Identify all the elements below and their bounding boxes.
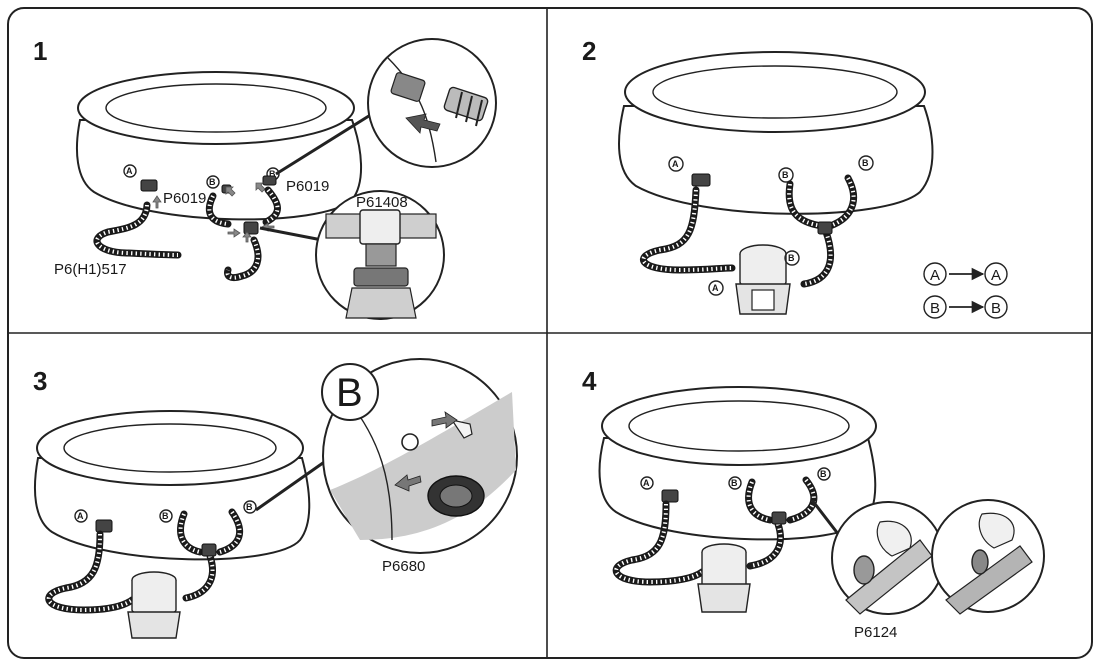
step-4-panel: 4 A B B	[582, 366, 1045, 641]
step-1-zoom-leader-top	[275, 112, 373, 176]
step-1-mark-a: A	[126, 166, 133, 176]
step-3-panel: 3 A B B	[33, 358, 518, 639]
step-2-legend-a-from: A	[930, 267, 940, 284]
step-1-pool	[75, 71, 362, 221]
step-4-hoses	[612, 476, 818, 586]
step-1-zoom-strainer-port	[390, 72, 426, 102]
step-1-zoom-leader-bottom	[259, 226, 323, 242]
step-1-label-connector: P61408	[356, 194, 408, 211]
step-3-mark-a: A	[77, 511, 84, 521]
step-4-filter-pump	[697, 543, 751, 613]
step-3-zoom-leader	[255, 456, 331, 512]
step-2-legend-b-to: B	[991, 300, 1001, 317]
step-1-mark-b1: B	[209, 177, 216, 187]
step-4-zoom-clamp-closed	[931, 499, 1045, 613]
step-3-zoom-strainer-nut	[427, 475, 485, 517]
step-3-filter-pump	[127, 571, 181, 639]
step-3-hoses	[45, 508, 244, 614]
step-2-legend-b-from: B	[930, 300, 940, 317]
step-2-legend-a-to: A	[991, 267, 1001, 284]
sheet-frame	[7, 7, 1093, 659]
step-2-legend: A A B B	[923, 262, 1008, 319]
step-3-mark-b1: B	[162, 511, 169, 521]
step-4-number: 4	[582, 366, 597, 396]
step-4-t-connector	[771, 511, 787, 525]
step-1-mark-b2: B	[269, 169, 276, 179]
step-4-label-part: P6124	[854, 624, 897, 641]
step-2-mark-b1: B	[782, 170, 789, 180]
step-4-pool	[598, 386, 877, 541]
step-1-hoses	[93, 186, 281, 282]
step-2-t-connector	[817, 221, 833, 235]
step-4-zoom-clamp-ring-closed	[971, 549, 989, 575]
step-3-zoom-arrow-1	[431, 411, 458, 429]
step-3-label-part: P6680	[382, 558, 425, 575]
step-2-number: 2	[582, 36, 596, 66]
step-2-pump-mark-b: B	[788, 253, 795, 263]
step-1-t-connector	[243, 221, 259, 235]
step-1-zoom-push-arrow	[405, 113, 441, 134]
step-1-label-hose: P6(H1)517	[54, 261, 127, 278]
step-3-mark-b2: B	[246, 502, 253, 512]
step-3-zoom-arrow-2	[394, 474, 422, 492]
step-4-mark-b1: B	[731, 478, 738, 488]
step-3-zoom-port-ring	[401, 433, 419, 451]
step-4-zoom-clamp-ring	[853, 555, 875, 585]
step-1-label-strainer-a: P6019	[163, 190, 206, 207]
step-2-mark-b2: B	[862, 158, 869, 168]
step-4-mark-a: A	[643, 478, 650, 488]
step-1-number: 1	[33, 36, 47, 66]
step-1-arrow-up	[152, 195, 162, 209]
step-2-pool	[618, 51, 934, 215]
step-1-label-strainer-b: P6019	[286, 178, 329, 195]
step-3-zoom-letter: B	[336, 371, 363, 415]
step-2-filter-pump	[735, 244, 791, 315]
step-3-number: 3	[33, 366, 47, 396]
step-2-panel: 2 A B B A	[582, 36, 1008, 319]
step-3-t-connector	[201, 543, 217, 557]
step-1-panel: 1 A B B P6019 P6019	[33, 36, 497, 320]
step-2-pump-mark-a: A	[712, 283, 719, 293]
step-1-zoom-hose-end	[443, 86, 489, 127]
step-3-zoom-letter-badge	[321, 363, 379, 421]
step-4-mark-b2: B	[820, 469, 827, 479]
step-2-hoses	[639, 174, 858, 288]
step-2-mark-a: A	[672, 159, 679, 169]
step-3-pool	[33, 410, 311, 561]
